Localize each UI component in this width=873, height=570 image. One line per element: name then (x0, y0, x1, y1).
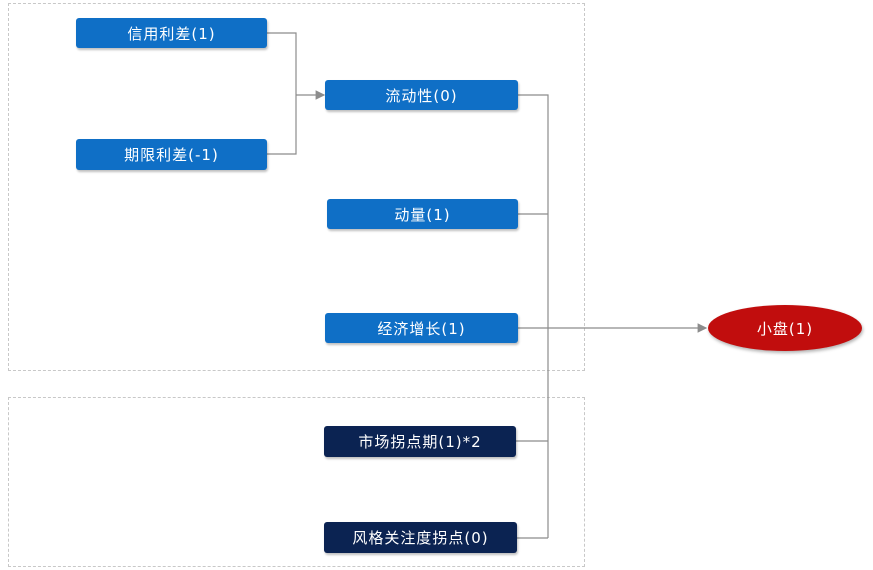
style-attention-turning-node: 风格关注度拐点(0) (324, 522, 517, 553)
term-spread-connector (267, 95, 297, 155)
momentum-node: 动量(1) (327, 199, 518, 229)
term-spread-node: 期限利差(-1) (76, 139, 267, 170)
macro-factors-group (8, 3, 585, 371)
market-timing-group (8, 397, 585, 567)
economic-growth-node: 经济增长(1) (325, 313, 518, 343)
small-cap-result-node: 小盘(1) (708, 305, 862, 351)
liquidity-connector (518, 94, 549, 538)
credit-spread-node: 信用利差(1) (76, 18, 267, 48)
liquidity-node: 流动性(0) (325, 80, 518, 110)
market-turning-period-node: 市场拐点期(1)*2 (324, 426, 516, 457)
credit-spread-connector (267, 32, 297, 95)
